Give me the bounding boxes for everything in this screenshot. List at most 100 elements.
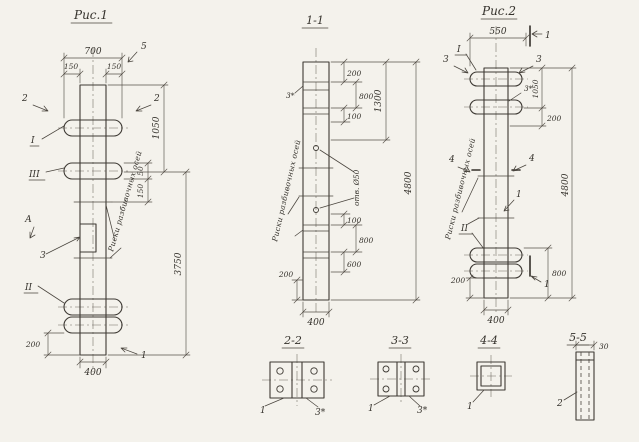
fig1-roman-ii: II [24, 283, 33, 293]
sec11-hole-bottom [313, 207, 319, 213]
fig2-roman-i: I [456, 45, 461, 55]
fig2-group: Рис.2 550 1 3 3 I 1050 200 3* 4 4 4800 1… [443, 4, 577, 326]
sec11-dimension-lines [291, 58, 421, 318]
fig1-dim-150-right: 150 [107, 62, 122, 71]
section-1-1-group: 1-1 3* 200 800 100 1300 4800 отв. Ø50 Ри… [270, 14, 421, 328]
sec11-dim-800-top: 800 [359, 92, 374, 101]
fig1-cut-mark-2-right: 2 [153, 94, 160, 104]
sec33-title: 3-3 [391, 334, 409, 347]
sec11-part-label-3s: 3* [286, 91, 295, 100]
fig1-dim-50: 50 [136, 166, 145, 176]
fig2-column-outline [483, 67, 509, 299]
fig1-group: Рис.1 700 150 150 5 2 2 I III А 3 II 105… [21, 8, 191, 378]
fig1-cap-plate-1 [63, 119, 123, 137]
fig1-dim-150-left: 150 [64, 62, 79, 71]
fig1-cap-plate-3 [63, 298, 123, 316]
sec55-leaders [563, 344, 590, 401]
sec11-dim-1300: 1300 [374, 89, 384, 112]
fig1-marks-and-leaders [23, 22, 152, 355]
sec22-bolt-hole [310, 385, 318, 393]
sec22-bolt-hole [276, 385, 284, 393]
sec55-title: 5-5 [569, 331, 587, 344]
sec22-bolt-hole [276, 367, 284, 375]
fig1-column-outline [79, 84, 107, 356]
fig2-dim-200-top: 200 [546, 114, 562, 123]
fig2-cut-mark-3-right: 3 [536, 55, 542, 65]
sec11-dim-100-bottom: 100 [347, 216, 362, 225]
fig1-dim-1050: 1050 [152, 116, 162, 139]
sec44-part-label-1: 1 [467, 402, 473, 412]
sec55-plate-outline [575, 351, 595, 421]
fig2-cut-mark-4-left: 4 [448, 155, 455, 165]
fig2-dim-1050: 1050 [531, 79, 540, 98]
fig1-dim-150-side: 150 [136, 184, 145, 199]
sec11-column-outline [302, 61, 330, 301]
fig2-cut-line-strokes [471, 25, 531, 277]
sec11-plate-bands [298, 81, 334, 259]
sec11-dim-100-top: 100 [347, 112, 362, 121]
fig2-dim-800-bottom: 800 [552, 269, 567, 278]
sec11-dim-800-bottom: 800 [359, 236, 374, 245]
fig1-cut-mark-2-left: 2 [21, 94, 28, 104]
fig1-dimension-lines [43, 52, 191, 369]
fig1-dim-700: 700 [84, 47, 101, 57]
fig2-cut-mark-3-left: 3 [443, 55, 449, 65]
sec33-leaders [373, 347, 421, 407]
sec11-holes-note: отв. Ø50 [352, 169, 361, 206]
fig2-cap-plate-4 [469, 263, 523, 279]
fig2-dim-4800: 4800 [561, 173, 571, 197]
fig2-marks-and-leaders [453, 18, 543, 283]
fig1-cap-plate-4 [63, 316, 123, 334]
sec44-title: 4-4 [479, 334, 498, 347]
fig2-dim-550: 550 [489, 27, 506, 37]
sec55-hidden-lines [580, 352, 590, 420]
sec22-centerlines [262, 354, 332, 406]
sec11-dim-200-bottom: 200 [278, 270, 294, 279]
fig1-roman-iii: III [28, 170, 40, 180]
sec11-dim-400-bottom: 400 [306, 318, 324, 328]
fig1-dim-3750: 3750 [174, 252, 184, 275]
sec33-plate-outline [377, 361, 425, 397]
section-5-5-group: 5-5 30 2 [556, 331, 609, 421]
sec11-hole-top [313, 145, 319, 151]
fig1-dim-200: 200 [25, 340, 41, 349]
fig1-part-mark-1: 1 [141, 351, 147, 361]
sec33-bolt-hole [382, 365, 390, 373]
fig2-roman-ii: II [460, 224, 469, 234]
sec33-bolt-hole [412, 385, 420, 393]
fig2-dim-400-bottom: 400 [486, 316, 504, 326]
fig1-cap-plate-2 [63, 162, 123, 180]
sec55-dim-30: 30 [599, 342, 609, 351]
fig2-dimension-lines [465, 32, 577, 316]
sec22-part-label-3s: 3* [315, 408, 326, 418]
sec44-centerlines [470, 355, 512, 397]
fig2-axis-risk-ticks [477, 175, 515, 219]
fig1-centerlines [58, 48, 128, 372]
fig2-cap-plate-2 [469, 99, 523, 115]
section-4-4-group: 4-4 1 [467, 334, 512, 412]
fig2-part-label-1: 1 [516, 190, 522, 200]
sec22-part-label-1: 1 [260, 406, 266, 416]
fig1-title: Рис.1 [73, 8, 108, 22]
fig1-roman-i: I [30, 136, 35, 146]
sec33-bolt-hole [382, 385, 390, 393]
fig2-part-label-3s: 3* [524, 84, 533, 93]
sec11-leaders [287, 27, 355, 237]
sec22-title: 2-2 [283, 334, 302, 347]
fig2-cut-mark-4-right: 4 [528, 154, 535, 164]
sec11-title: 1-1 [306, 14, 324, 27]
sec11-dim-600-bottom: 600 [347, 260, 362, 269]
fig2-centerlines [464, 26, 528, 312]
sec22-plate-outline [269, 361, 325, 399]
fig2-dim-200-bottom: 200 [450, 276, 466, 285]
fig2-cap-plate-1 [469, 71, 523, 87]
fig2-cut-mark-1-top: 1 [545, 31, 551, 41]
sec33-part-label-3s: 3* [417, 406, 428, 416]
sec33-bolt-hole [412, 365, 420, 373]
fig1-dim-400: 400 [83, 368, 101, 378]
section-3-3-group: 3-3 1 3* [368, 334, 432, 416]
fig1-part-label-3: 3 [40, 251, 46, 261]
fig2-cut-mark-1-bottom: 1 [544, 280, 550, 290]
